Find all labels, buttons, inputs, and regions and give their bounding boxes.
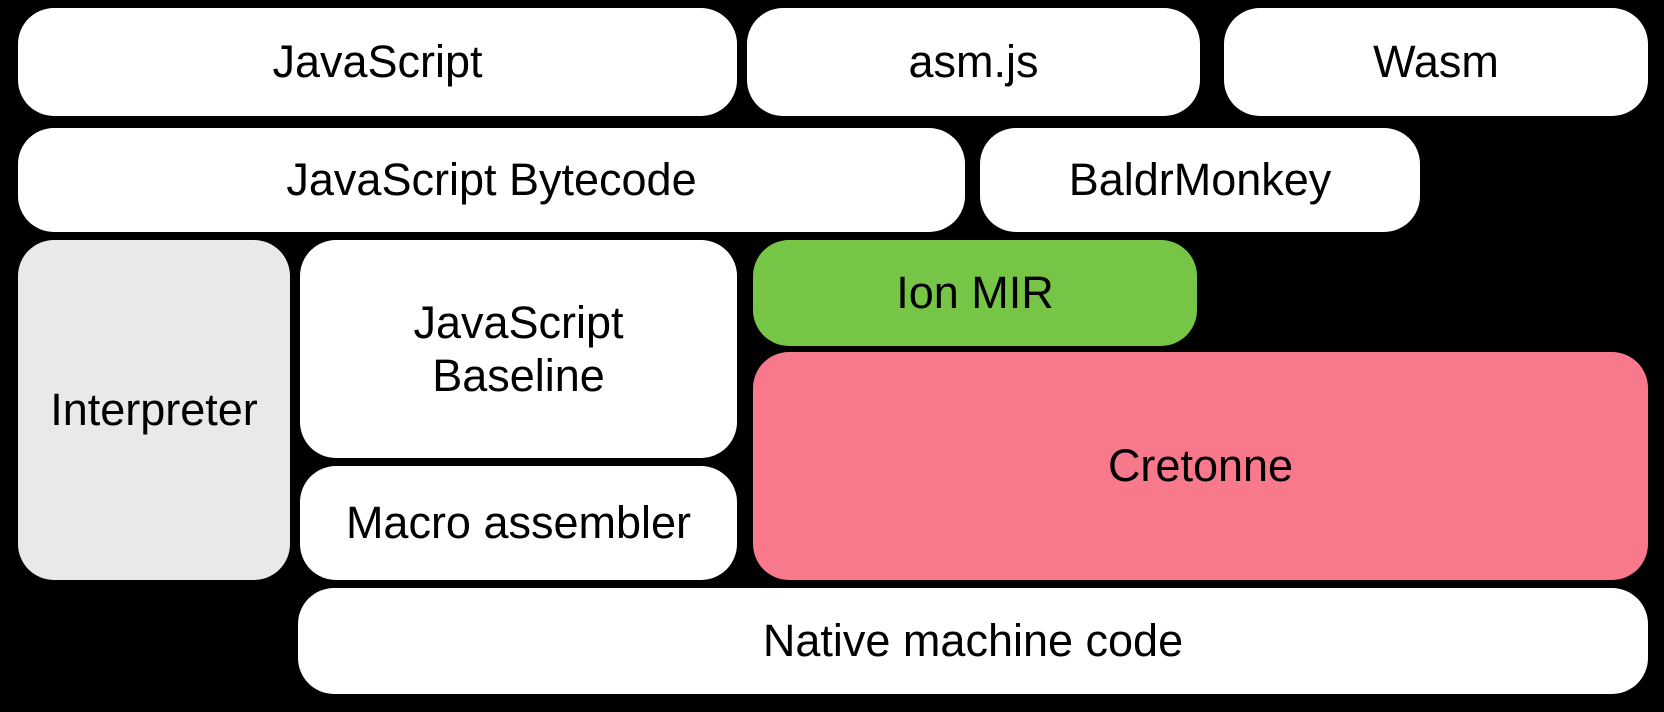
node-cretonne: Cretonne [753,352,1648,580]
node-baldrmonkey: BaldrMonkey [980,128,1420,232]
node-javascript: JavaScript [18,8,737,116]
node-asm-js: asm.js [747,8,1200,116]
node-wasm: Wasm [1224,8,1648,116]
node-native-machine-code: Native machine code [298,588,1648,694]
node-javascript-baseline: JavaScript Baseline [300,240,737,458]
node-macro-assembler: Macro assembler [300,466,737,580]
node-javascript-bytecode: JavaScript Bytecode [18,128,965,232]
node-ion-mir: Ion MIR [753,240,1197,346]
node-interpreter: Interpreter [18,240,290,580]
